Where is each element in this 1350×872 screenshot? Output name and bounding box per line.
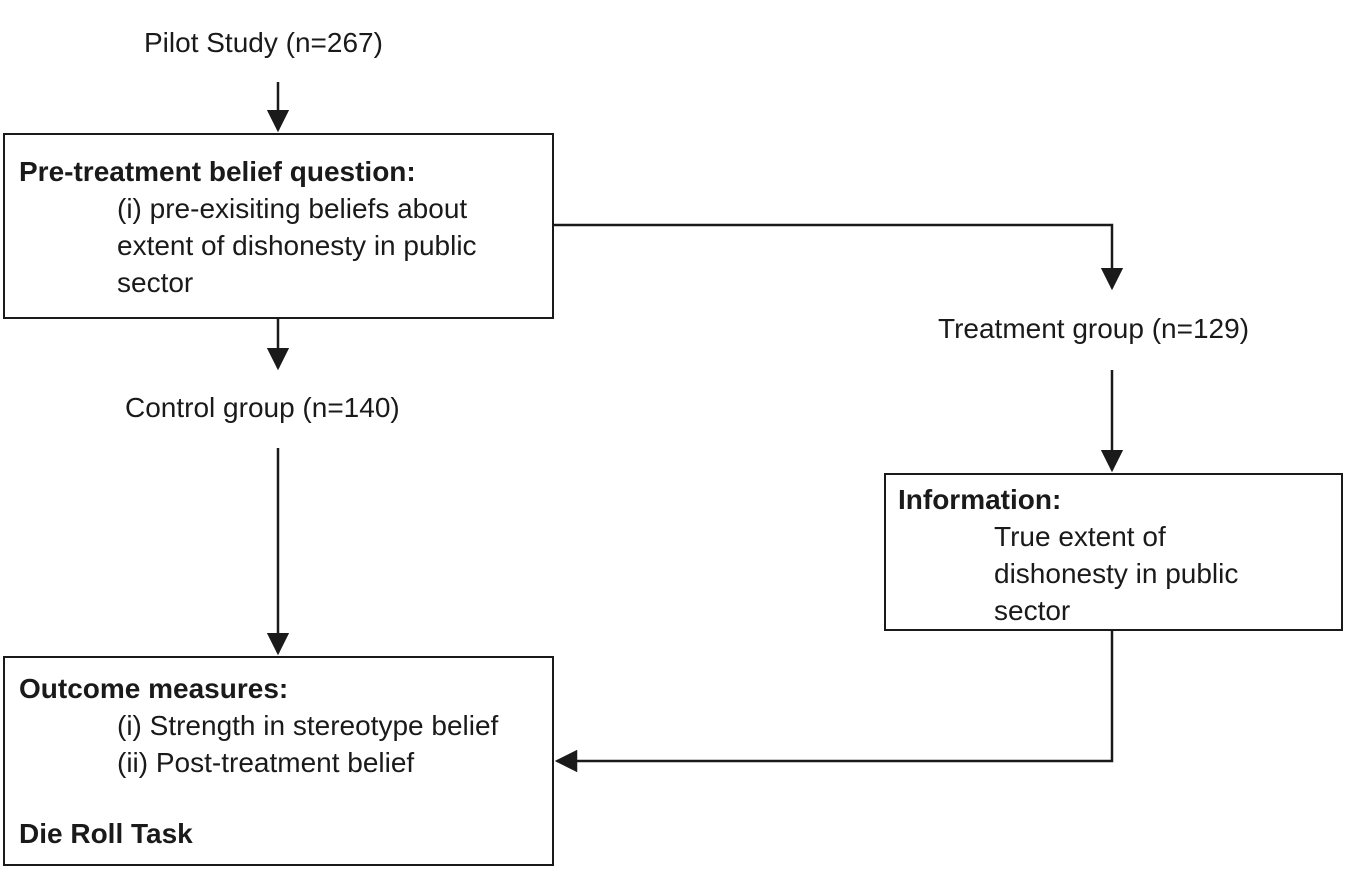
control-group-label: Control group (n=140) [125, 392, 400, 423]
outcome-line: (i) Strength in stereotype belief [117, 710, 499, 741]
information-line: dishonesty in public [994, 558, 1239, 589]
arrow-information-to-outcome [554, 631, 1114, 773]
information-line: True extent of [994, 521, 1166, 552]
pilot-study-label: Pilot Study (n=267) [144, 27, 383, 58]
treatment-group-label: Treatment group (n=129) [938, 313, 1250, 344]
information-heading: Information: [898, 484, 1062, 515]
outcome-heading: Outcome measures: [19, 673, 289, 704]
die-roll-task-label: Die Roll Task [19, 818, 193, 849]
pre-treatment-box: Pre-treatment belief question: (i) pre-e… [3, 133, 554, 319]
pre-treatment-line: extent of dishonesty in public [117, 230, 477, 261]
information-line: sector [994, 595, 1071, 626]
information-box: Information: True extent of dishonesty i… [884, 473, 1343, 631]
pre-treatment-line: (i) pre-exisiting beliefs about [117, 193, 468, 224]
pre-treatment-line: sector [117, 267, 194, 298]
arrow-pretreatment-to-treatment [553, 223, 1124, 291]
outcome-line: (ii) Post-treatment belief [117, 747, 415, 778]
outcome-box: Outcome measures: (i) Strength in stereo… [3, 656, 554, 866]
pre-treatment-heading: Pre-treatment belief question: [19, 156, 416, 187]
